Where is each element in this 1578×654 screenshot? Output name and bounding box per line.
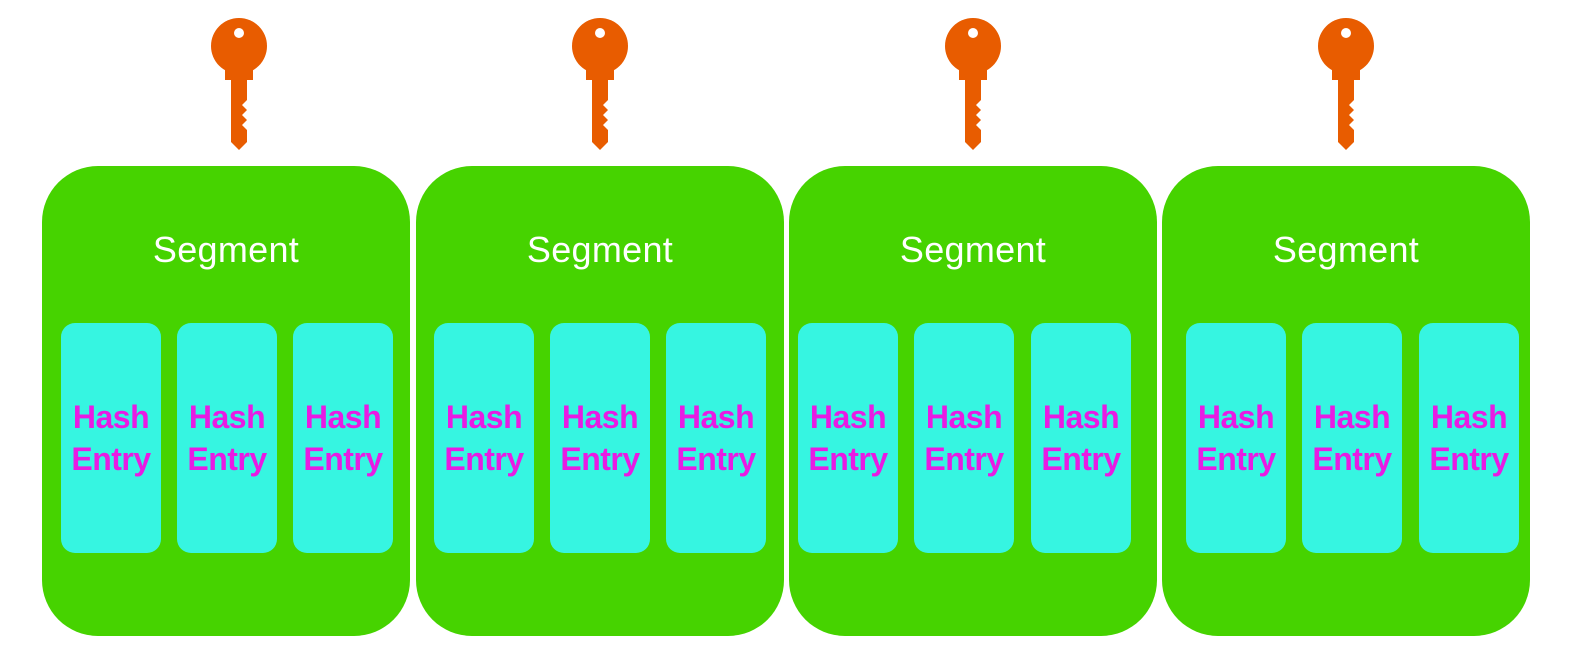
hash-entry: Hash Entry bbox=[177, 323, 277, 553]
segment-title: Segment bbox=[1272, 229, 1420, 270]
hash-entry-label-line2: Entry bbox=[560, 441, 640, 477]
hash-entry-label-line2: Entry bbox=[444, 441, 524, 477]
hash-entry: Hash Entry bbox=[550, 323, 650, 553]
hash-entry-label-line2: Entry bbox=[1196, 441, 1276, 477]
hash-entry: Hash Entry bbox=[1419, 323, 1519, 553]
hash-entry-label-line1: Hash bbox=[1430, 399, 1508, 435]
hash-entry: Hash Entry bbox=[914, 323, 1014, 553]
hash-entry-label-line2: Entry bbox=[71, 441, 151, 477]
hash-entry-label-line2: Entry bbox=[924, 441, 1004, 477]
key-icon bbox=[943, 18, 1003, 152]
hash-entry-label-line2: Entry bbox=[187, 441, 267, 477]
hash-entry-label-line1: Hash bbox=[561, 399, 639, 435]
hash-entry: Hash Entry bbox=[1186, 323, 1286, 553]
segment-title: Segment bbox=[899, 229, 1047, 270]
key-icon bbox=[1316, 18, 1376, 152]
hash-entry-label-line1: Hash bbox=[1197, 399, 1275, 435]
key-icon-svg bbox=[572, 18, 628, 150]
hash-entry-label-line2: Entry bbox=[303, 441, 383, 477]
segment-title: Segment bbox=[526, 229, 674, 270]
hash-entry-label-line1: Hash bbox=[809, 399, 887, 435]
key-icon-svg bbox=[1318, 18, 1374, 150]
hash-entry-label-line1: Hash bbox=[445, 399, 523, 435]
hash-entry-label-line1: Hash bbox=[1313, 399, 1391, 435]
key-icon bbox=[209, 18, 269, 152]
hash-entry-label-line2: Entry bbox=[1429, 441, 1509, 477]
hash-entry: Hash Entry bbox=[666, 323, 766, 553]
hash-entry: Hash Entry bbox=[61, 323, 161, 553]
hash-entry-label-line1: Hash bbox=[925, 399, 1003, 435]
hash-entry-label-line1: Hash bbox=[188, 399, 266, 435]
hash-entry-label-line2: Entry bbox=[1041, 441, 1121, 477]
hash-entry: Hash Entry bbox=[1302, 323, 1402, 553]
hash-entry: Hash Entry bbox=[293, 323, 393, 553]
key-icon-svg bbox=[211, 18, 267, 150]
hash-entry: Hash Entry bbox=[798, 323, 898, 553]
hash-entry-label-line2: Entry bbox=[676, 441, 756, 477]
hash-entry-label-line1: Hash bbox=[304, 399, 382, 435]
hash-entry-label-line1: Hash bbox=[1042, 399, 1120, 435]
hash-entry-label-line2: Entry bbox=[1312, 441, 1392, 477]
hash-entry: Hash Entry bbox=[434, 323, 534, 553]
hash-entry: Hash Entry bbox=[1031, 323, 1131, 553]
key-icon bbox=[570, 18, 630, 152]
key-icon-svg bbox=[945, 18, 1001, 150]
hash-entry-label-line1: Hash bbox=[72, 399, 150, 435]
hash-entry-label-line2: Entry bbox=[808, 441, 888, 477]
hash-entry-label-line1: Hash bbox=[677, 399, 755, 435]
segment-title: Segment bbox=[152, 229, 300, 270]
